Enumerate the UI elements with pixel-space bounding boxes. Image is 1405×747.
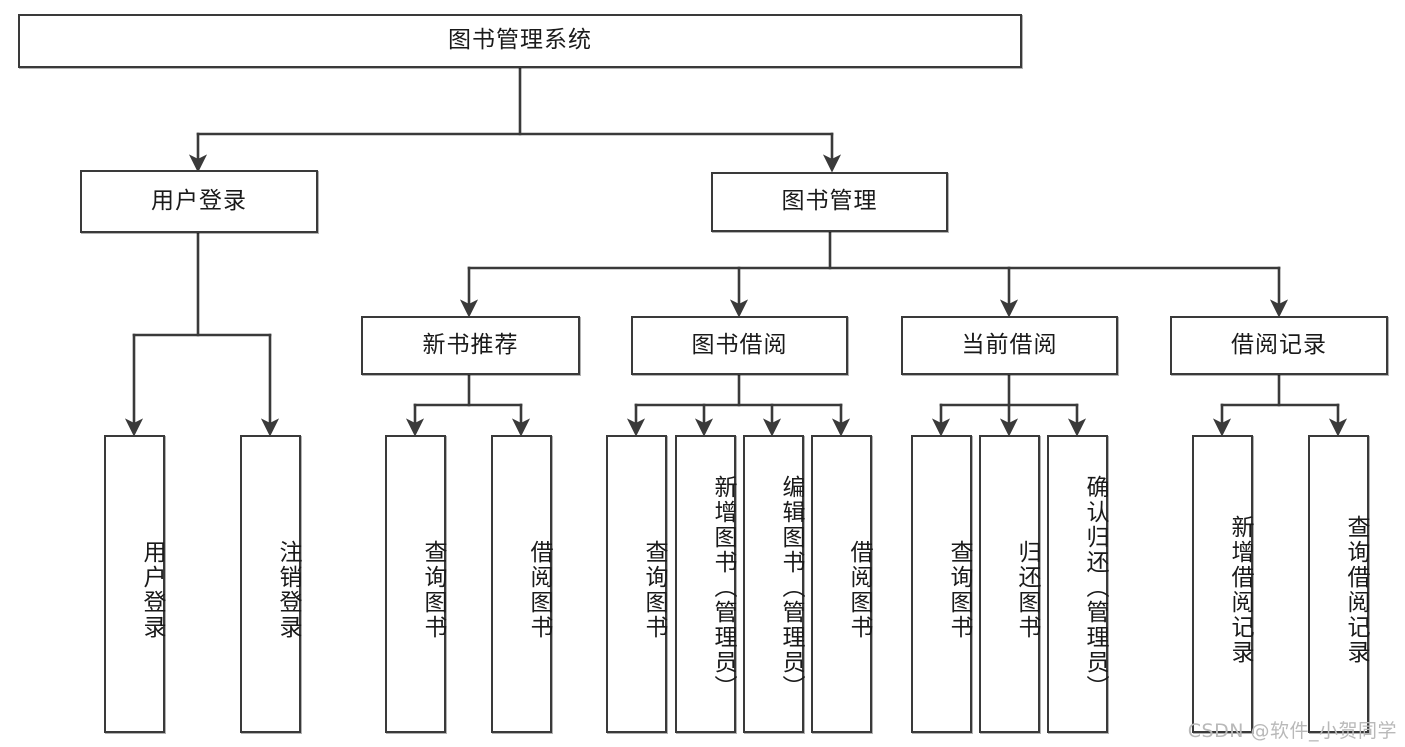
leaf-user-login-signout[interactable]: 注销登录 bbox=[240, 435, 301, 733]
watermark-text: CSDN @软件_小贺同学 bbox=[1187, 720, 1397, 742]
node-root[interactable]: 图书管理系统 bbox=[18, 14, 1022, 68]
node-user-login[interactable]: 用户登录 bbox=[80, 170, 318, 233]
node-book-management[interactable]: 图书管理 bbox=[711, 172, 948, 232]
node-current-borrow[interactable]: 当前借阅 bbox=[901, 316, 1118, 375]
leaf-borrow-borrow-book[interactable]: 借阅图书 bbox=[811, 435, 872, 733]
leaf-current-return-book[interactable]: 归还图书 bbox=[979, 435, 1040, 733]
leaf-borrow-edit-book-admin[interactable]: 编辑图书（管理员） bbox=[743, 435, 804, 733]
leaf-current-confirm-return-admin[interactable]: 确认归还（管理员） bbox=[1047, 435, 1108, 733]
leaf-record-query-record[interactable]: 查询借阅记录 bbox=[1308, 435, 1369, 733]
leaf-current-query-book[interactable]: 查询图书 bbox=[911, 435, 972, 733]
leaf-new-book-query[interactable]: 查询图书 bbox=[385, 435, 446, 733]
leaf-record-add-record[interactable]: 新增借阅记录 bbox=[1192, 435, 1253, 733]
leaf-borrow-add-book-admin[interactable]: 新增图书（管理员） bbox=[675, 435, 736, 733]
leaf-user-login-signin[interactable]: 用户登录 bbox=[104, 435, 165, 733]
node-borrow-record[interactable]: 借阅记录 bbox=[1170, 316, 1388, 375]
node-new-book-recommend[interactable]: 新书推荐 bbox=[361, 316, 580, 375]
leaf-borrow-query-book[interactable]: 查询图书 bbox=[606, 435, 667, 733]
node-book-borrow[interactable]: 图书借阅 bbox=[631, 316, 848, 375]
leaf-new-book-borrow[interactable]: 借阅图书 bbox=[491, 435, 552, 733]
